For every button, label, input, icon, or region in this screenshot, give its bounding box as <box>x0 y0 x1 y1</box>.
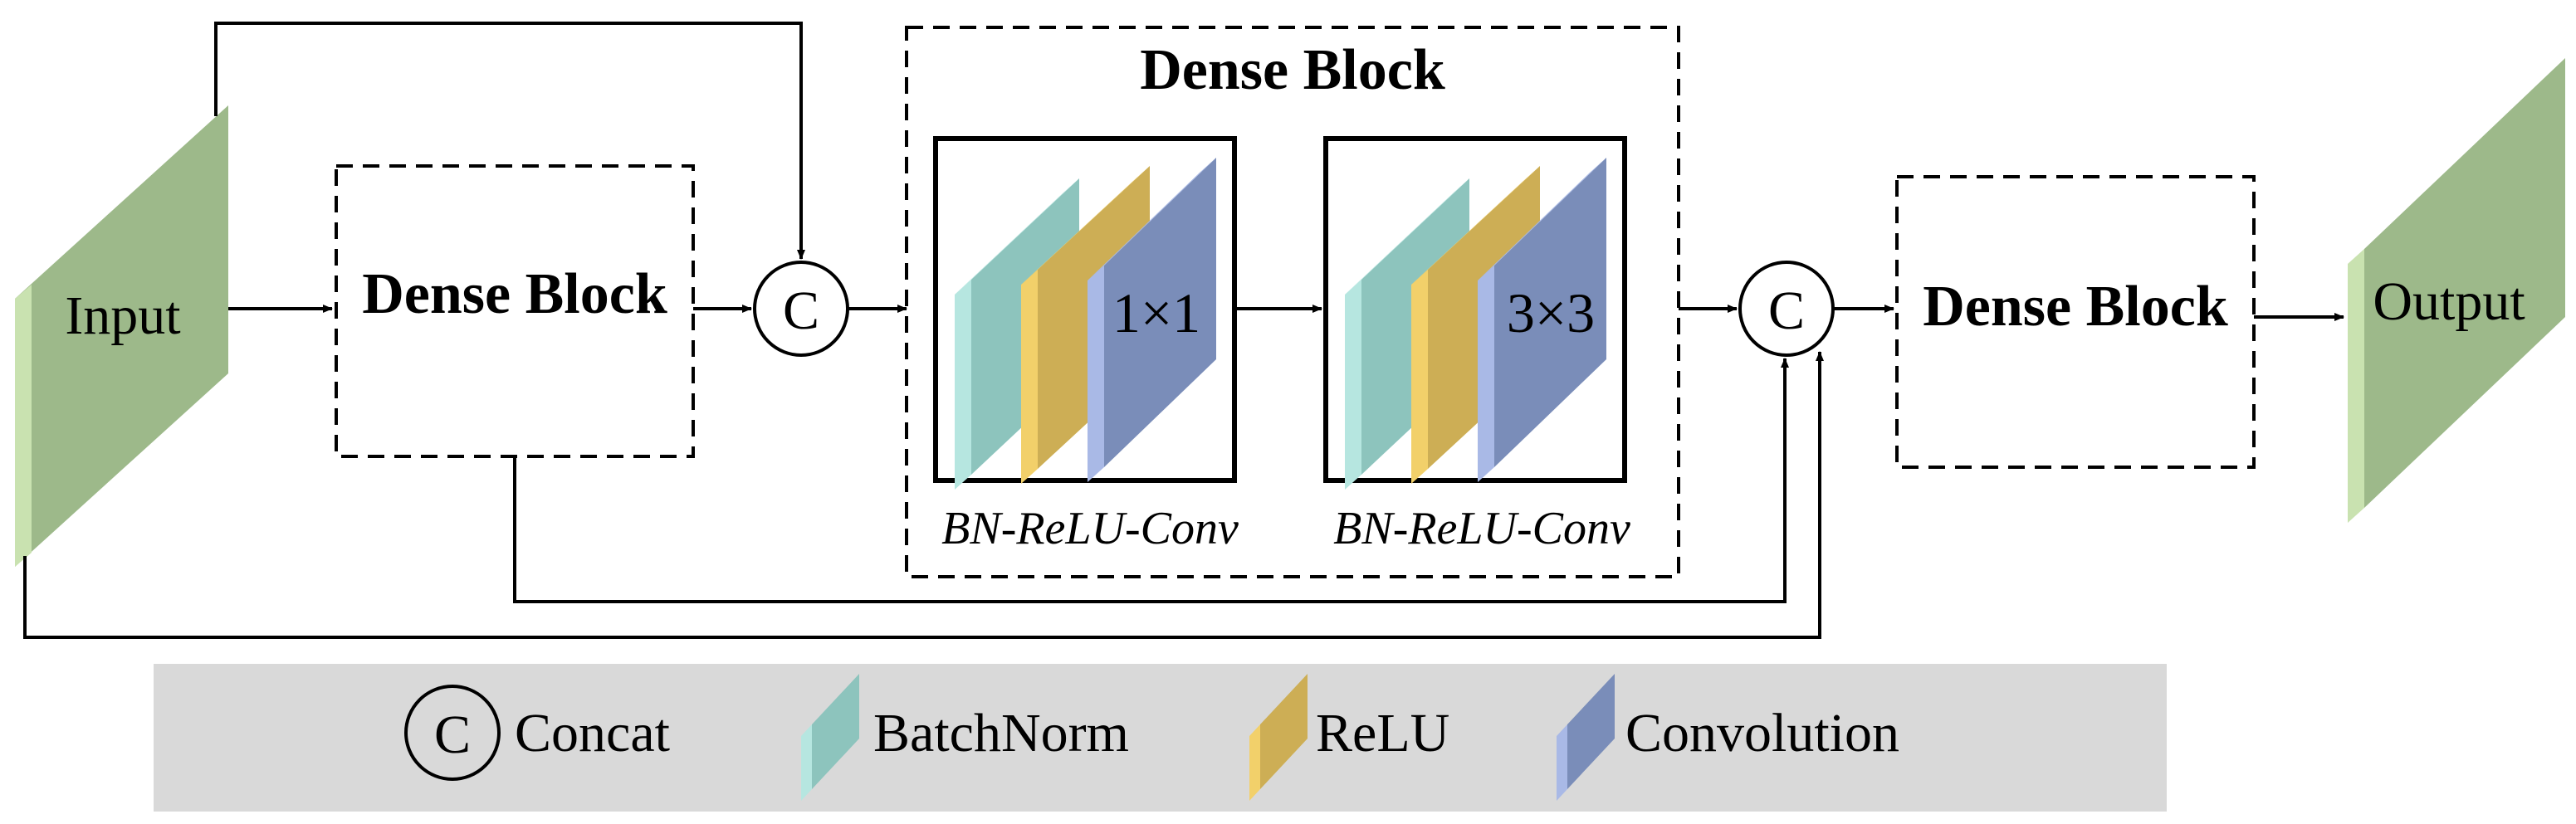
legend-concat-symbol: C <box>434 705 471 765</box>
unit1-caption: BN-ReLU-Conv <box>941 503 1239 554</box>
legend-relu-label: ReLU <box>1316 703 1449 763</box>
unit2-kernel-label: 3×3 <box>1507 281 1595 344</box>
output-label: Output <box>2373 271 2525 332</box>
unit2-caption: BN-ReLU-Conv <box>1333 503 1630 554</box>
bn-relu-conv-unit-2 <box>1323 136 1627 483</box>
skip-input-to-concat2 <box>23 351 1824 639</box>
skip-dense-to-concat2 <box>513 358 1789 603</box>
expanded-block-title: Dense Block <box>1140 38 1445 102</box>
concat-node-2: C <box>1738 261 1835 357</box>
dense-block-right <box>1895 175 2256 469</box>
skip-input-to-concat1 <box>214 22 805 260</box>
legend-convolution-label: Convolution <box>1625 703 1899 763</box>
relu-swatch-icon <box>1249 674 1308 801</box>
concat-node-1-symbol: C <box>783 280 819 341</box>
legend-batchnorm-label: BatchNorm <box>873 703 1129 763</box>
unit1-layers <box>955 158 1216 490</box>
unit2-layers <box>1345 158 1606 490</box>
expanded-dense-block <box>905 26 1680 578</box>
output-slab <box>2348 58 2565 523</box>
unit1-kernel-label: 1×1 <box>1112 281 1200 344</box>
concat-node-1: C <box>753 261 849 357</box>
batchnorm-swatch-icon <box>801 674 859 801</box>
legend-concat-label: Concat <box>515 703 670 763</box>
legend-concat-icon: C <box>404 685 501 781</box>
input-slab <box>15 105 228 567</box>
convolution-swatch-icon <box>1557 674 1615 801</box>
dense-block-right-label: Dense Block <box>1923 275 2228 339</box>
connector-arrows <box>23 22 2344 639</box>
concat-node-2-symbol: C <box>1768 280 1805 341</box>
dense-block-left-label: Dense Block <box>362 262 667 326</box>
input-label: Input <box>65 285 180 346</box>
